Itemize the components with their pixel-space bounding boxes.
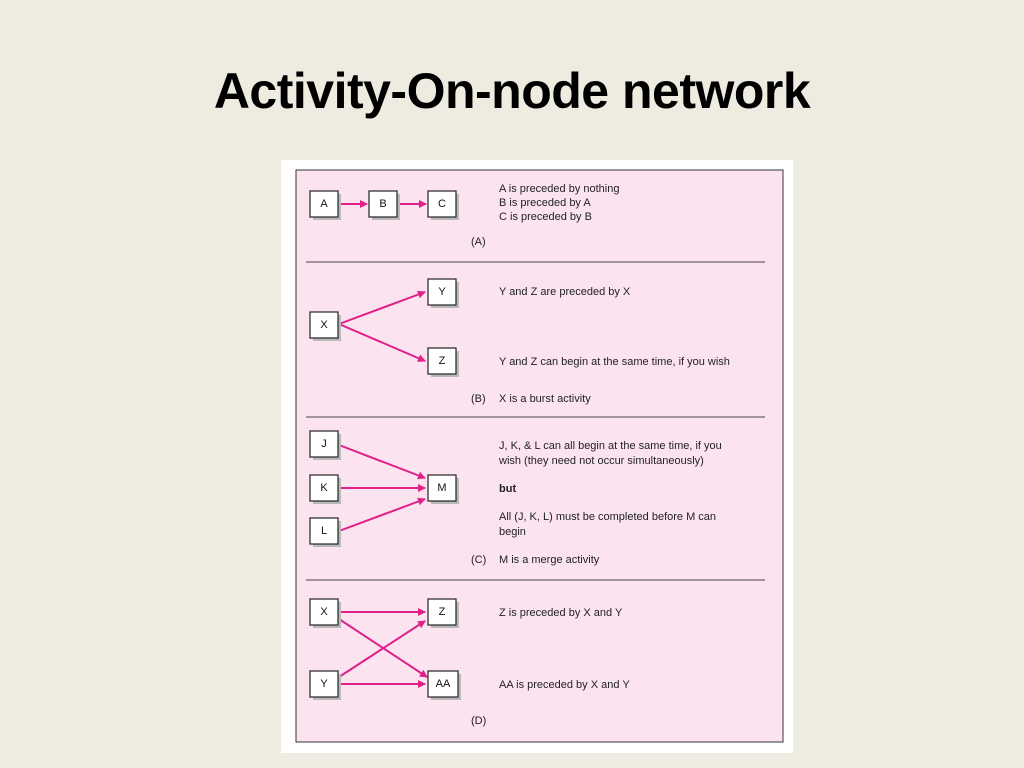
arrow-y-z [338, 620, 426, 678]
section-d: X Y Z AA Z is preceded by X and Y AA is … [309, 598, 630, 727]
desc-a-1: A is preceded by nothing [499, 183, 619, 195]
node-j-label: J [321, 438, 327, 450]
node-l: L [309, 517, 341, 547]
desc-b-2: Y and Z can begin at the same time, if y… [499, 356, 730, 368]
node-z-d-label: Z [439, 606, 446, 618]
label-a: (A) [471, 236, 486, 248]
arrow-l-m [338, 497, 426, 532]
node-k-label: K [320, 482, 328, 494]
node-x-b: X [309, 311, 341, 341]
arrow-j-m [338, 444, 426, 480]
node-y-d-label: Y [320, 678, 328, 690]
arrow-x-y [338, 290, 426, 325]
node-aa-label: AA [436, 678, 451, 690]
node-y-d: Y [309, 670, 341, 700]
figure-panel: A B C A is preceded by nothing B is prec… [281, 160, 793, 753]
desc-b-1: Y and Z are preceded by X [499, 286, 631, 298]
section-c: J K L M J, K, & L can all begin at the s… [309, 430, 722, 566]
desc-b-3: X is a burst activity [499, 393, 591, 405]
node-c: C [427, 190, 459, 220]
desc-c-3: M is a merge activity [499, 554, 600, 566]
node-x-d-label: X [320, 606, 328, 618]
section-b: X Y Z Y and Z are preceded by X Y and Z … [309, 278, 730, 405]
arrow-x-z [338, 323, 426, 362]
node-c-label: C [438, 198, 446, 210]
desc-c-2a: All (J, K, L) must be completed before M… [499, 511, 716, 523]
label-d: (D) [471, 715, 486, 727]
node-b: B [368, 190, 400, 220]
label-b: (B) [471, 393, 486, 405]
node-m-label: M [437, 482, 446, 494]
desc-d-1: Z is preceded by X and Y [499, 607, 623, 619]
node-a: A [309, 190, 341, 220]
slide-title: Activity-On-node network [213, 63, 811, 119]
aon-diagram: A B C A is preceded by nothing B is prec… [295, 169, 784, 743]
pink-panel [295, 169, 784, 743]
desc-c-2b: begin [499, 526, 526, 538]
desc-d-2: AA is preceded by X and Y [499, 679, 630, 691]
label-c: (C) [471, 554, 486, 566]
node-z-d: Z [427, 598, 459, 628]
node-z-b: Z [427, 347, 459, 377]
node-y-b-label: Y [438, 286, 446, 298]
desc-c-but: but [499, 483, 516, 495]
node-x-b-label: X [320, 319, 328, 331]
node-b-label: B [379, 198, 386, 210]
node-l-label: L [321, 525, 327, 537]
node-k: K [309, 474, 341, 504]
node-m: M [427, 474, 459, 504]
node-y-b: Y [427, 278, 459, 308]
node-x-d: X [309, 598, 341, 628]
desc-c-1b: wish (they need not occur simultaneously… [498, 455, 704, 467]
node-z-b-label: Z [439, 355, 446, 367]
desc-a-2: B is preceded by A [499, 197, 591, 209]
section-a: A B C A is preceded by nothing B is prec… [309, 183, 619, 248]
node-aa: AA [427, 670, 461, 700]
node-j: J [309, 430, 341, 460]
desc-a-3: C is preceded by B [499, 211, 592, 223]
node-a-label: A [320, 198, 328, 210]
desc-c-1a: J, K, & L can all begin at the same time… [499, 440, 722, 452]
